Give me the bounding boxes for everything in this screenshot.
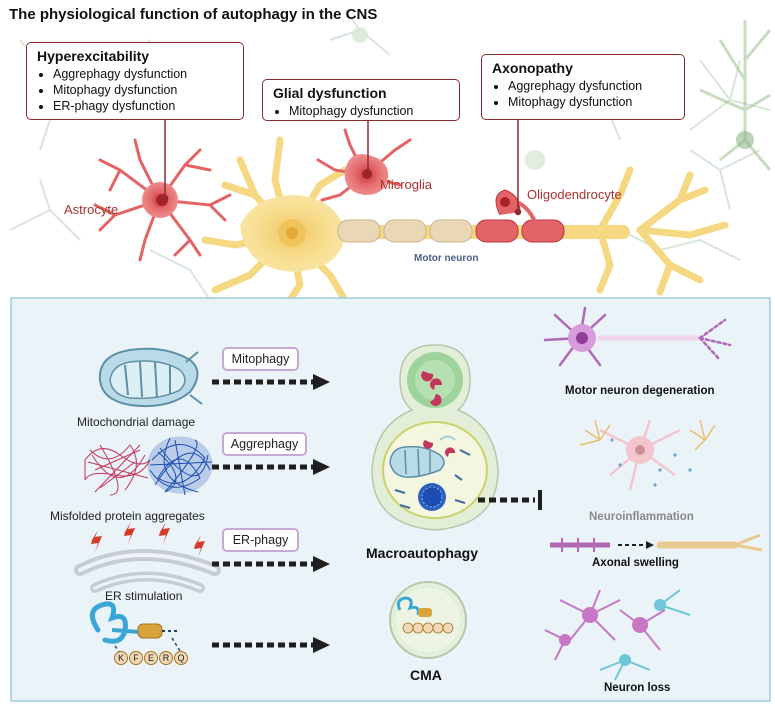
- misfolded-protein-label: Misfolded protein aggregates: [50, 509, 205, 523]
- motor-neuron-degeneration-label: Motor neuron degeneration: [565, 385, 715, 397]
- axonopathy-item: Aggrephagy dysfunction: [508, 78, 674, 94]
- axonopathy-item: Mitophagy dysfunction: [508, 94, 674, 110]
- protein-aggregates: [84, 436, 213, 496]
- neuron-loss-somas: [559, 599, 666, 666]
- callout-pointers: [161, 118, 522, 216]
- er-stress-bolts: [91, 522, 205, 557]
- kferq-residue: K: [114, 651, 128, 665]
- axonal-swelling-label: Axonal swelling: [592, 557, 679, 569]
- oligodendrocyte-label: Oligodendrocyte: [527, 187, 622, 202]
- cma-label: CMA: [410, 667, 442, 683]
- glial-dysfunction-list: Mitophagy dysfunction: [273, 103, 449, 119]
- aggrephagy-pill: Aggrephagy: [222, 432, 307, 456]
- hyperexcitability-item: ER-phagy dysfunction: [53, 98, 233, 114]
- figure-title: The physiological function of autophagy …: [9, 6, 378, 23]
- axonal-swelling: [550, 533, 763, 552]
- kferq-residue: Q: [174, 651, 188, 665]
- hyperexcitability-item: Aggrephagy dysfunction: [53, 66, 233, 82]
- glial-dysfunction-heading: Glial dysfunction: [273, 85, 387, 101]
- mitophagy-pill: Mitophagy: [222, 347, 299, 371]
- axonopathy-callout: Axonopathy Aggrephagy dysfunction Mitoph…: [481, 54, 685, 120]
- hyperexcitability-heading: Hyperexcitability: [37, 48, 150, 64]
- arrowheads: [313, 374, 330, 653]
- lysosome: [389, 581, 467, 659]
- inhibition-arrow: [478, 490, 542, 510]
- glial-dysfunction-item: Mitophagy dysfunction: [289, 103, 449, 119]
- dashed-arrows: [212, 379, 315, 648]
- macroautophagy-label: Macroautophagy: [366, 545, 479, 561]
- motor-neuron-label: Motor neuron: [414, 253, 479, 264]
- er-stimulation-label: ER stimulation: [105, 589, 183, 603]
- glial-dysfunction-callout: Glial dysfunction Mitophagy dysfunction: [262, 79, 460, 121]
- kferq-residue: R: [159, 651, 173, 665]
- inflamed-cells: [579, 419, 716, 491]
- hyperexcitability-list: Aggrephagy dysfunction Mitophagy dysfunc…: [37, 66, 233, 114]
- axonopathy-list: Aggrephagy dysfunction Mitophagy dysfunc…: [492, 78, 674, 110]
- vesicle-cargo: [421, 371, 456, 457]
- degenerating-neuron: [543, 306, 732, 367]
- kferq-motif: K F E R Q: [114, 651, 194, 665]
- neuron-loss-label: Neuron loss: [604, 682, 671, 694]
- hyperexcitability-item: Mitophagy dysfunction: [53, 82, 233, 98]
- mitochondrial-damage-label: Mitochondrial damage: [77, 415, 196, 429]
- endoplasmic-reticulum: [74, 549, 221, 593]
- neuroinflammation-label: Neuroinflammation: [589, 511, 694, 523]
- astrocyte-label: Astrocyte: [64, 202, 119, 217]
- kferq-residue: E: [144, 651, 158, 665]
- microglia-label: Microglia: [380, 177, 433, 192]
- axonopathy-heading: Axonopathy: [492, 60, 573, 76]
- er-phagy-pill: ER-phagy: [222, 528, 299, 552]
- autophagosome: [371, 344, 499, 531]
- background-neuron-right: [699, 20, 772, 171]
- hyperexcitability-callout: Hyperexcitability Aggrephagy dysfunction…: [26, 42, 244, 120]
- mitochondrion: [98, 347, 203, 408]
- myelin-segments: [337, 219, 565, 243]
- kferq-residue: F: [129, 651, 143, 665]
